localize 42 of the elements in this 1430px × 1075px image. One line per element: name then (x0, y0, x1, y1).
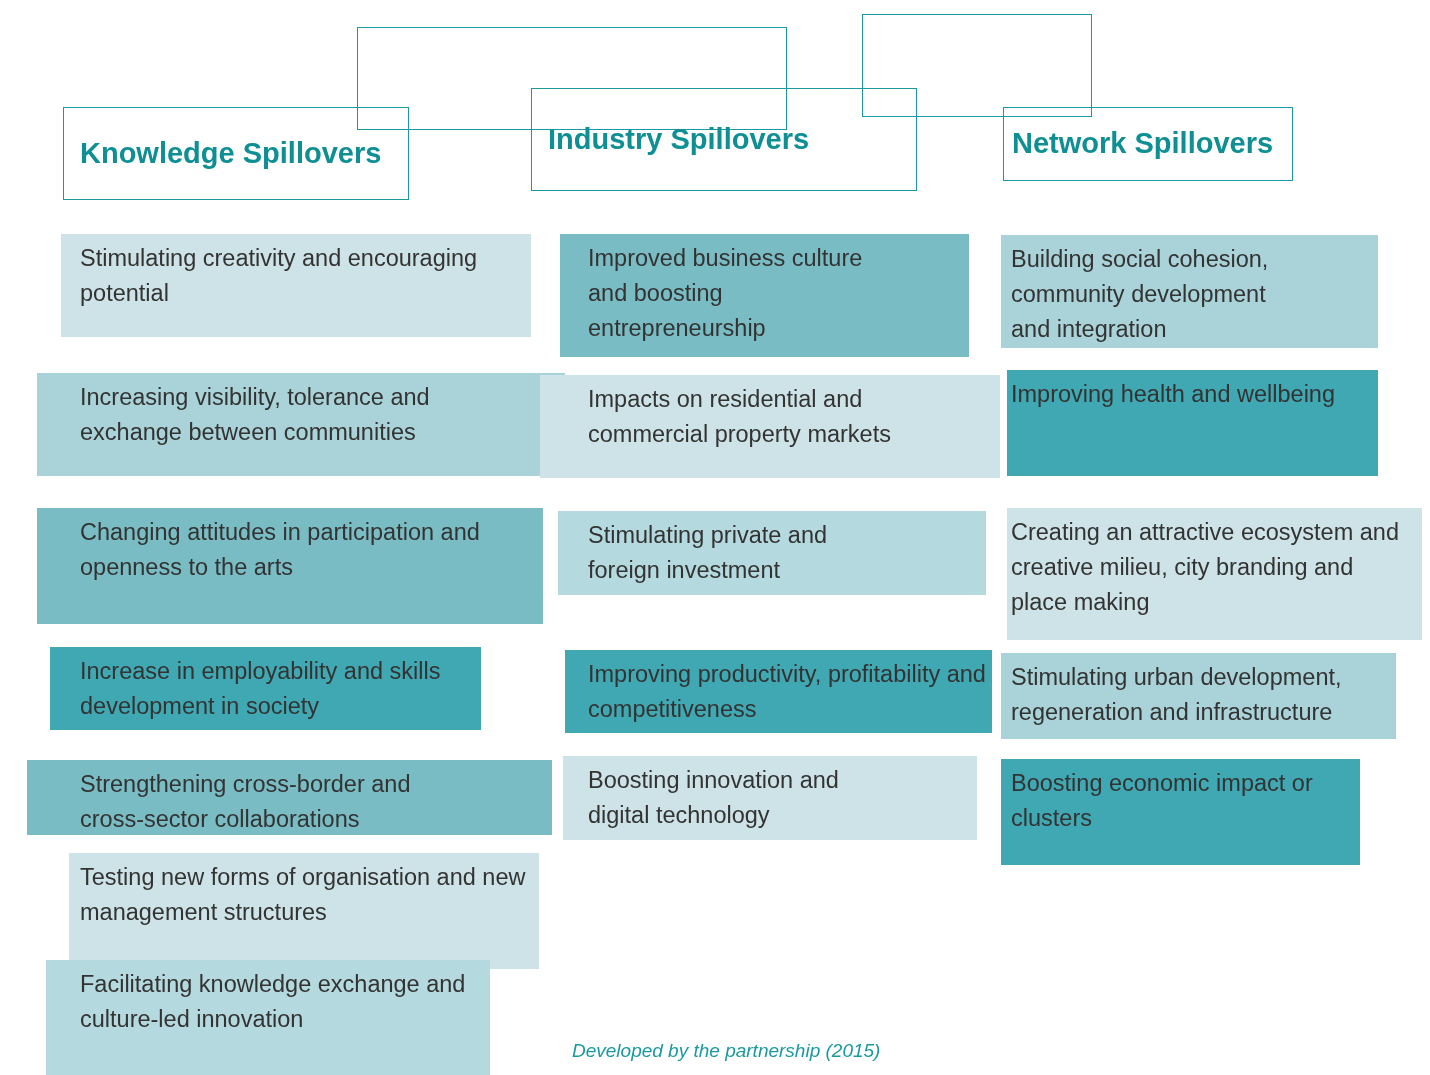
card-text: Improving health and wellbeing (1011, 380, 1336, 409)
card-text: Impacts on residential and commercial property markets (588, 385, 892, 449)
card (37, 373, 565, 476)
card-text: Stimulating urban development, regeneration and infrastructure (1011, 663, 1343, 727)
heading: Knowledge Spillovers (80, 136, 382, 170)
card-text: Boosting economic impact or clusters (1011, 769, 1314, 833)
card (560, 234, 969, 357)
card (558, 511, 986, 595)
card (50, 647, 481, 730)
heading: Industry Spillovers (548, 122, 810, 156)
card-text: Strengthening cross-border and cross-sector collaborations (80, 770, 412, 834)
card-text: Improved business culture and boosting entrepreneurship (588, 244, 864, 343)
heading-box (1003, 107, 1293, 181)
card (61, 234, 531, 337)
card-text: Changing attitudes in participation and openness to the arts (80, 518, 481, 582)
card-text: Stimulating creativity and encouraging potential (80, 244, 479, 308)
card (1001, 235, 1378, 348)
card-text: Stimulating private and foreign investment (588, 521, 829, 585)
card (46, 960, 490, 1075)
card (563, 756, 977, 840)
card (1007, 508, 1422, 640)
card (1007, 370, 1378, 476)
card-text: Improving productivity, profitability and competitiveness (588, 660, 987, 724)
card (540, 375, 1000, 478)
card (27, 760, 552, 835)
card (37, 508, 543, 624)
heading-box (531, 88, 917, 191)
card-text: Testing new forms of organisation and new management structures (80, 863, 527, 927)
card-text: Increase in employability and skills development in society (80, 657, 442, 721)
card (1001, 759, 1360, 865)
card-text: Increasing visibility, tolerance and exchange between communities (80, 383, 431, 447)
heading-box (63, 107, 409, 200)
card (565, 650, 992, 733)
card (1001, 653, 1396, 739)
card-text: Building social cohesion, community development and integration (1011, 245, 1270, 344)
caption: Developed by the partnership (2015) (572, 1040, 881, 1062)
card-text: Creating an attractive ecosystem and creative milieu, city branding and place making (1011, 518, 1400, 617)
card (69, 853, 539, 969)
outline-box (862, 14, 1092, 117)
card-text: Facilitating knowledge exchange and culture-led innovation (80, 970, 467, 1034)
card-text: Boosting innovation and digital technology (588, 766, 840, 830)
heading: Network Spillovers (1012, 127, 1274, 160)
